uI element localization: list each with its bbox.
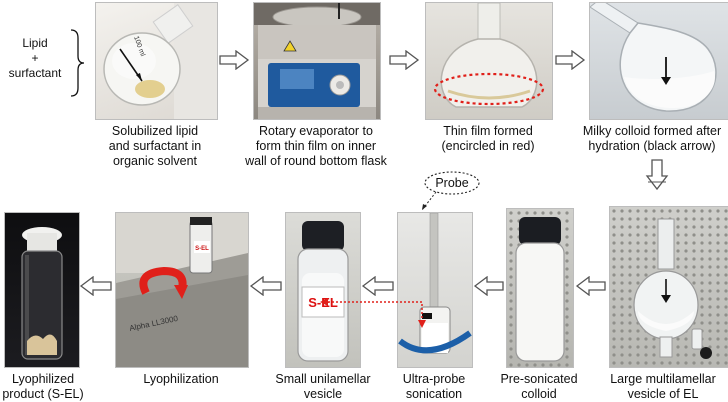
arrow-left-3 xyxy=(361,276,394,296)
arrow-left-2 xyxy=(249,276,282,296)
caption-small-vesicle: Small unilamellar vesicle xyxy=(275,372,371,401)
input-label-plus: + xyxy=(31,51,39,65)
photo-rotary xyxy=(253,2,381,120)
arrow-left-1 xyxy=(79,276,112,296)
probe-label: Probe xyxy=(435,176,469,190)
arrow-right-3 xyxy=(555,50,586,70)
caption-solubilized: Solubilized lipid and surfactant in orga… xyxy=(108,124,202,168)
input-label-lipid: Lipid xyxy=(22,36,48,50)
photo-milky xyxy=(589,2,728,120)
caption-milky: Milky colloid formed after hydration (bl… xyxy=(582,124,722,153)
vial-label-small: S-EL xyxy=(195,246,209,252)
caption-rotary: Rotary evaporator to form thin film on i… xyxy=(245,124,387,168)
photo-lyophilized xyxy=(4,212,80,368)
arrow-right-1 xyxy=(219,50,250,70)
input-label-surfactant: surfactant xyxy=(8,66,62,80)
arrow-right-2 xyxy=(389,50,420,70)
caption-large-vesicle: Large multilamellar vesicle of EL xyxy=(610,372,716,401)
photo-solubilized: 100 ml xyxy=(95,2,218,120)
probe-callout xyxy=(421,171,480,211)
photo-large-vesicle xyxy=(609,206,728,368)
curly-brace xyxy=(70,29,85,97)
caption-presonicated: Pre-sonicated colloid xyxy=(500,372,578,401)
caption-ultraprobe: Ultra-probe sonication xyxy=(402,372,466,401)
photo-lyophilization: S-EL Alpha LL3000 xyxy=(115,212,249,368)
photo-thin-film xyxy=(425,2,553,120)
caption-lyophilization: Lyophilization xyxy=(143,372,219,386)
arrow-left-5 xyxy=(575,276,606,296)
photo-small-vesicle: S-EL xyxy=(285,212,361,368)
arrow-left-4 xyxy=(473,276,504,296)
arrow-down xyxy=(645,159,669,191)
caption-lyophilized: Lyophilized product (S-EL) xyxy=(2,372,84,401)
red-dotted-connector xyxy=(320,298,426,328)
caption-thin-film: Thin film formed (encircled in red) xyxy=(441,124,535,153)
input-label: Lipid + surfactant xyxy=(0,36,70,81)
photo-ultraprobe xyxy=(397,212,473,368)
photo-presonicated xyxy=(506,208,574,368)
